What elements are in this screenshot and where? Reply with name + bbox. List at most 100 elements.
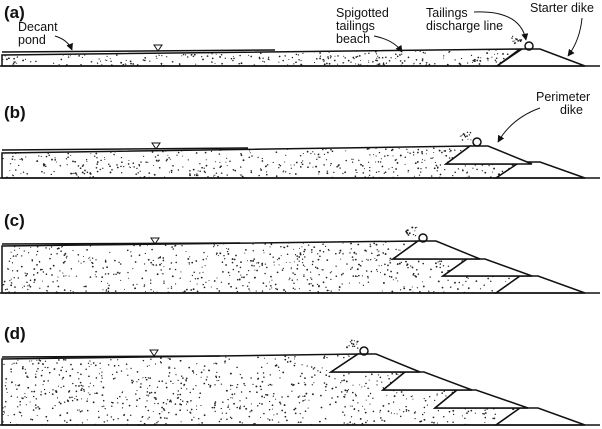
tailings-dot (192, 288, 195, 291)
tailings-dot (86, 160, 88, 162)
tailings-dot (86, 398, 88, 400)
tailings-dot (341, 353, 343, 356)
tailings-dot (362, 405, 364, 407)
spray-dot (469, 131, 472, 134)
tailings-dot (434, 399, 436, 402)
tailings-dot (411, 266, 414, 269)
tailings-dot (188, 261, 190, 264)
tailings-dot (197, 417, 200, 420)
tailings-dot (258, 266, 260, 268)
tailings-dot (382, 252, 385, 254)
tailings-dot (385, 241, 387, 244)
tailings-dot (351, 391, 354, 394)
tailings-dot (214, 402, 216, 405)
tailings-dot (107, 364, 110, 366)
tailings-dot (161, 380, 164, 383)
tailings-dot (163, 409, 166, 411)
tailings-dot (441, 271, 444, 274)
tailings-dot (170, 169, 173, 172)
tailings-dot (424, 159, 426, 161)
tailings-dot (258, 174, 260, 177)
tailings-dot (420, 168, 422, 170)
tailings-dot (109, 165, 111, 168)
tailings-dot (2, 413, 4, 416)
tailings-dot (307, 407, 309, 409)
tailings-dot (395, 372, 398, 375)
tailings-dot (279, 401, 281, 404)
tailings-dot (71, 396, 73, 398)
tailings-dot (464, 165, 466, 167)
tailings-dot (318, 170, 321, 173)
tailings-dot (40, 391, 42, 393)
tailings-dot (326, 172, 329, 175)
tailings-dot (258, 402, 261, 405)
tailings-dot (250, 409, 253, 412)
tailings-dot (286, 253, 289, 256)
tailings-dot (62, 261, 65, 264)
tailings-dot (148, 416, 150, 419)
tailings-dot (9, 58, 10, 59)
tailings-dot (320, 406, 323, 409)
tailings-dot (421, 152, 423, 155)
tailings-dot (222, 271, 224, 273)
tailings-dot (215, 172, 218, 174)
tailings-dot (35, 376, 37, 379)
tailings-dot (298, 256, 301, 258)
tailings-dot (9, 163, 12, 165)
tailings-dot (20, 265, 23, 268)
tailings-dot (236, 366, 238, 369)
tailings-dot (319, 371, 322, 373)
tailings-dot (441, 151, 443, 154)
tailings-dot (325, 159, 328, 161)
tailings-dot (320, 394, 322, 397)
tailings-dot (351, 266, 353, 269)
tailings-dot (445, 395, 447, 397)
tailings-dot (488, 164, 490, 167)
tailings-dot (275, 288, 277, 290)
tailings-dot (59, 414, 62, 417)
starter-dike-d (493, 407, 586, 426)
tailings-dot (219, 161, 221, 164)
tailings-dot (36, 254, 38, 256)
tailings-dot (396, 392, 398, 394)
spray-dot (412, 233, 415, 236)
tailings-dot (117, 359, 119, 361)
tailings-dot (309, 289, 311, 292)
tailings-dot (31, 390, 33, 393)
tailings-dot (137, 378, 140, 381)
tailings-dot (421, 413, 424, 416)
spray-dot (349, 341, 352, 343)
tailings-dot (428, 63, 431, 66)
water-level-icon-a (153, 44, 163, 52)
tailings-dot (103, 421, 106, 423)
tailings-dot (272, 256, 274, 258)
tailings-dot (346, 263, 348, 265)
tailings-dot (112, 377, 115, 380)
tailings-dot (140, 420, 142, 422)
tailings-dot (15, 384, 17, 386)
perimeter-dike-c1 (440, 258, 533, 277)
tailings-dot (491, 290, 493, 292)
tailings-dot (246, 285, 249, 287)
tailings-dot (200, 276, 203, 279)
tailings-dot (185, 250, 187, 253)
tailings-dot (272, 161, 274, 164)
tailings-dot (80, 389, 83, 392)
tailings-dot (323, 164, 325, 166)
tailings-dot (239, 407, 241, 410)
tailings-dot (16, 388, 18, 390)
tailings-dot (145, 161, 147, 163)
tailings-dot (119, 395, 121, 398)
tailings-dot (163, 280, 165, 282)
tailings-dot (113, 365, 116, 367)
tailings-dot (101, 377, 103, 379)
tailings-dot (24, 272, 26, 274)
tailings-dot (467, 410, 470, 413)
tailings-dot (248, 150, 251, 152)
tailings-dot (142, 377, 144, 379)
tailings-dot (132, 284, 135, 286)
perimeter-dike-label: Perimeter dike (536, 90, 594, 117)
tailings-dot (188, 263, 190, 265)
tailings-dot (96, 62, 99, 64)
tailings-dot (412, 272, 415, 275)
